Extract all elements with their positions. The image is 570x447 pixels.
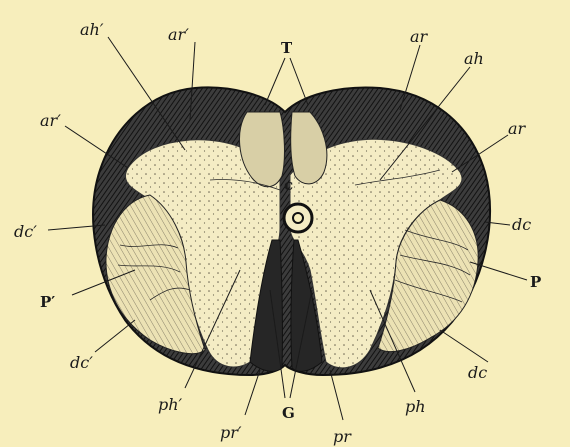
label-ar-top: ar bbox=[410, 27, 429, 46]
central-canal bbox=[293, 213, 303, 223]
label-P: P bbox=[530, 273, 541, 291]
label-dc-prime: dc′ bbox=[14, 222, 37, 241]
label-ah-prime: ah′ bbox=[80, 20, 104, 39]
label-dc-prime-low: dc′ bbox=[70, 353, 93, 372]
label-ar-right: ar bbox=[508, 119, 527, 138]
label-T: T bbox=[281, 39, 293, 57]
label-dc-low: dc bbox=[468, 363, 487, 382]
label-dc: dc bbox=[512, 215, 531, 234]
label-ph: ph bbox=[405, 397, 426, 416]
label-ah: ah bbox=[464, 49, 484, 68]
label-ar-prime-left: ar′ bbox=[40, 111, 61, 130]
label-G: G bbox=[282, 404, 295, 422]
label-ph-prime: ph′ bbox=[158, 395, 183, 414]
label-pr: pr bbox=[333, 427, 352, 446]
label-c: c bbox=[284, 176, 293, 194]
label-pr-prime: pr′ bbox=[220, 423, 242, 442]
label-ar-prime-top: ar′ bbox=[168, 25, 189, 44]
label-P-prime: P′ bbox=[40, 293, 55, 311]
